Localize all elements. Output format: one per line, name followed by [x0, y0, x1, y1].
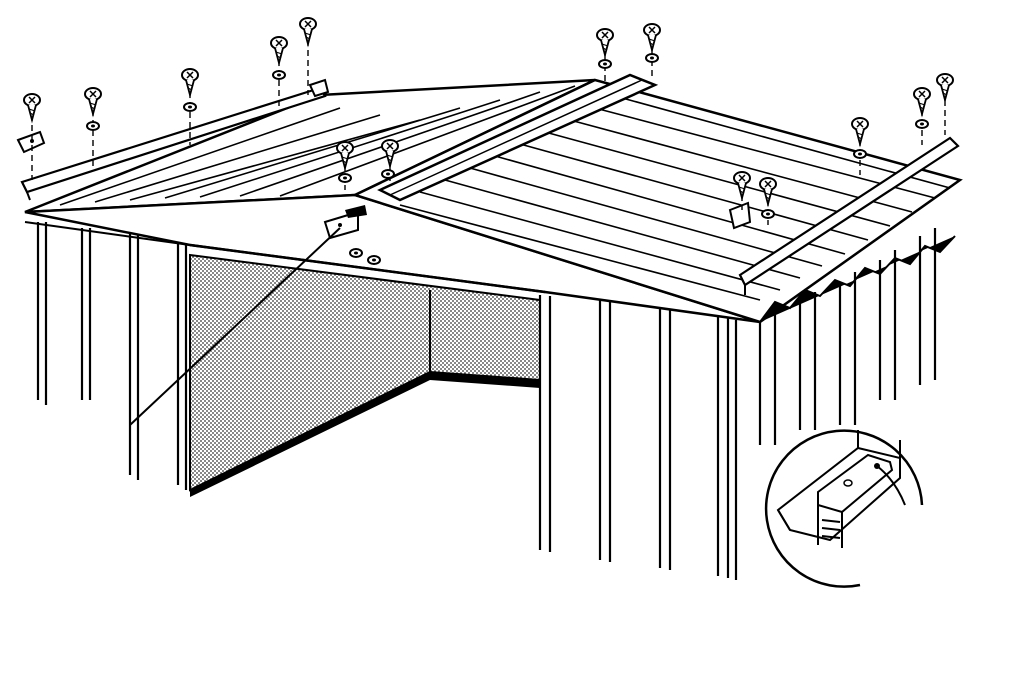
right-eave-rail [738, 136, 960, 295]
gable-end-wall [24, 193, 761, 324]
left-eave-rail [20, 78, 330, 201]
corner-bracket [16, 130, 46, 154]
gable-bracket [323, 205, 367, 240]
door-opening [189, 253, 541, 497]
left-wall-ribs [36, 222, 188, 490]
screws [23, 17, 954, 225]
roof-bracket-callout [129, 227, 341, 426]
ridge-cap [377, 73, 659, 202]
front-wall-ribs [538, 228, 937, 580]
ridge-detail-callout [764, 429, 924, 588]
